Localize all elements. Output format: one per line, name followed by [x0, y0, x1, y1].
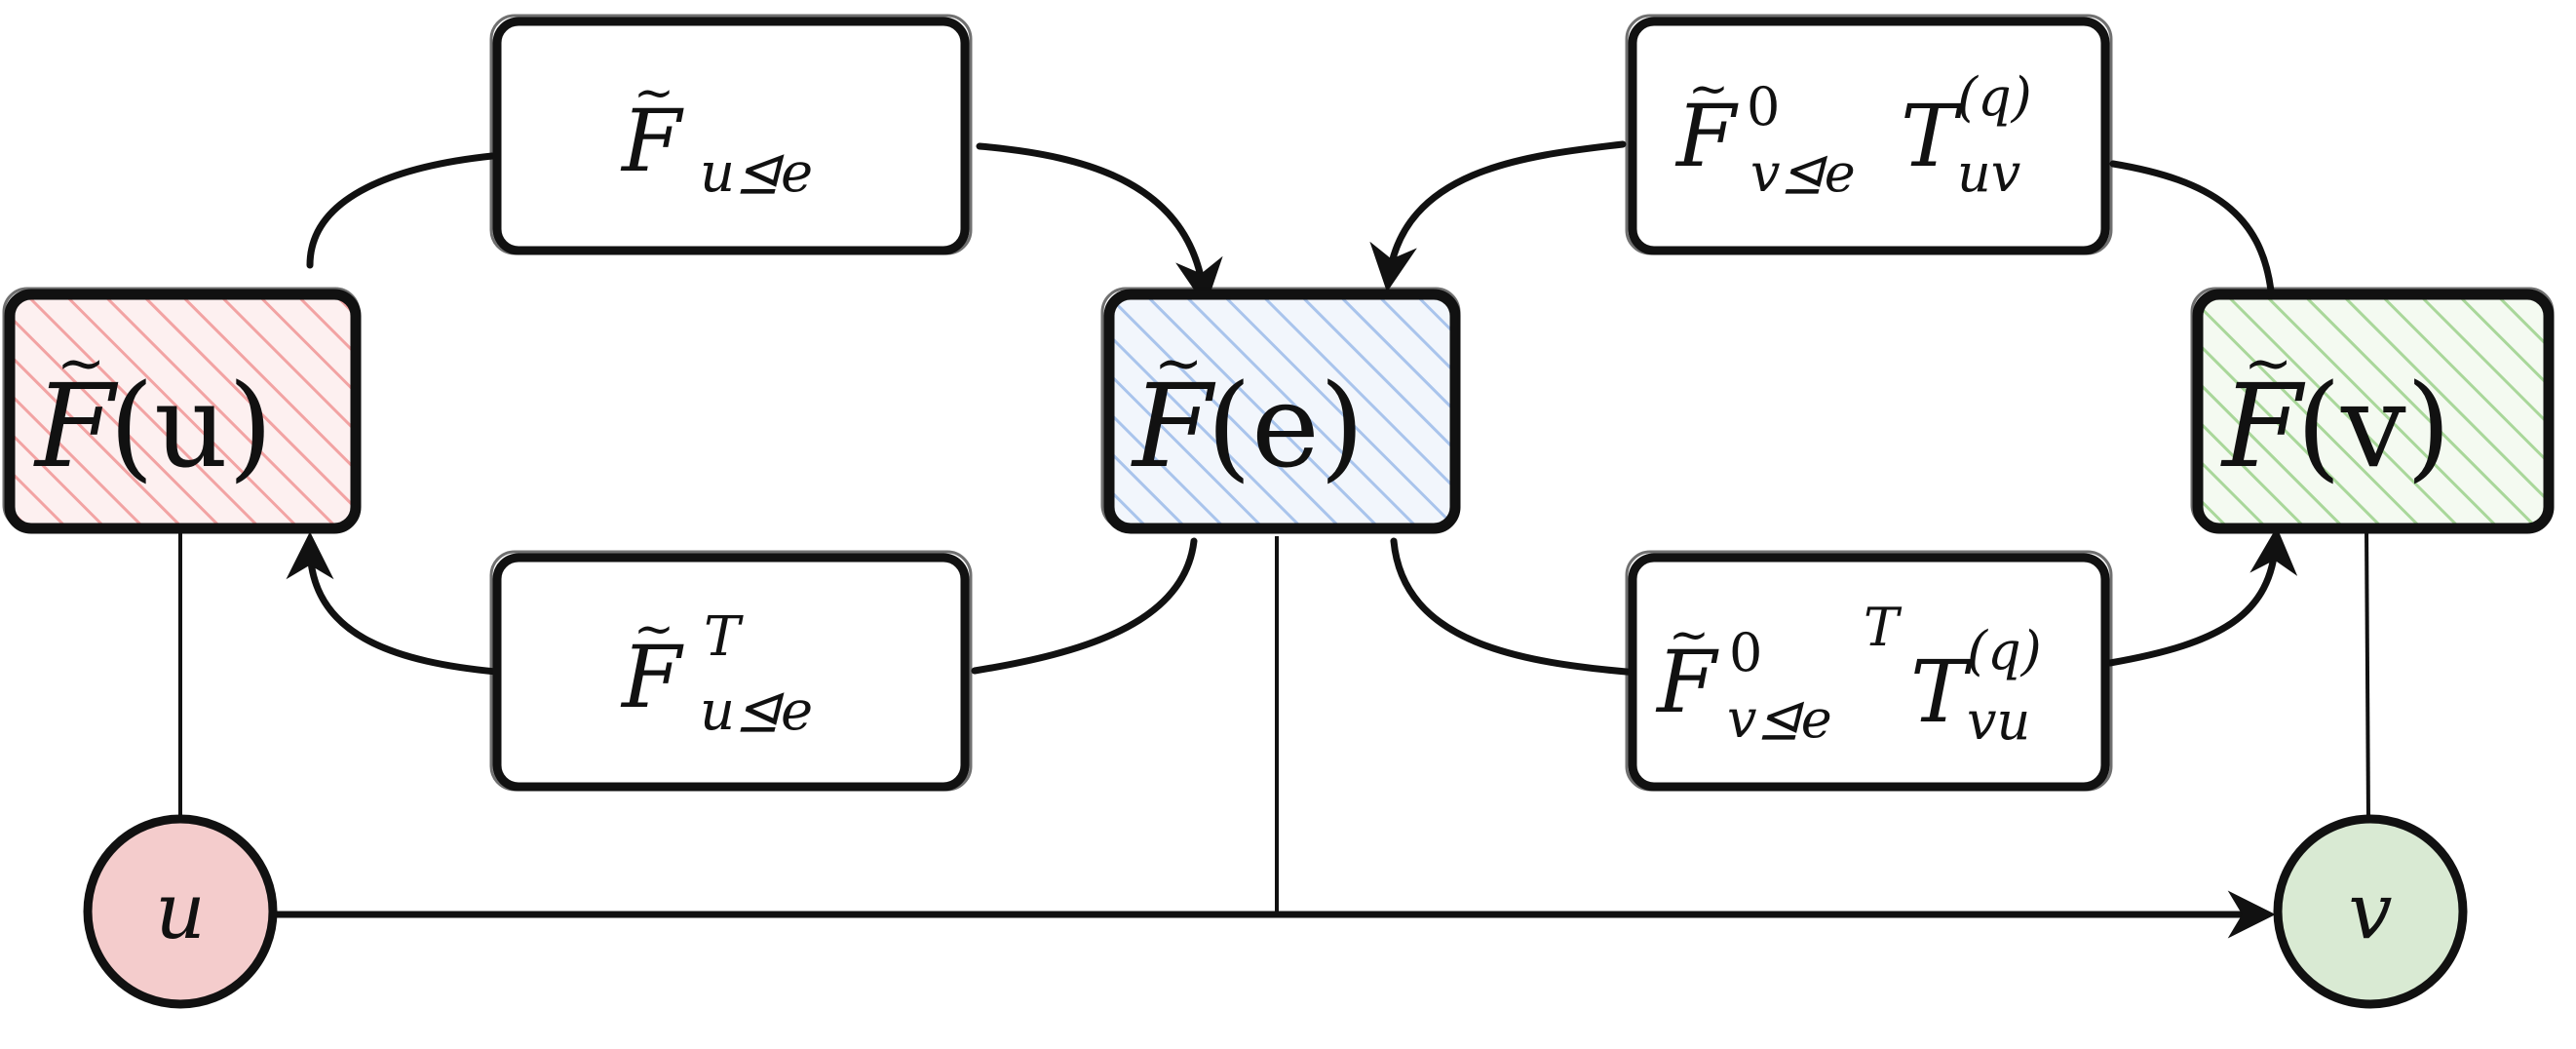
- transpose-u-script: F: [620, 627, 684, 727]
- map-box-transpose-v: F ~ 0 v⊴e T T (q) vu: [1625, 550, 2113, 792]
- tilde-mark: ~: [57, 330, 105, 398]
- transpose-u-sub: u⊴e: [700, 680, 813, 743]
- stalk-e-arg: (e): [1207, 359, 1365, 493]
- transpose-v-sub: v⊴e: [1727, 688, 1832, 750]
- vertex-v-label: v: [2348, 866, 2392, 956]
- tilde-mark: ~: [1669, 606, 1710, 663]
- curve-e-to-transpose-u: [971, 537, 1198, 675]
- transpose-v-script: F: [1655, 632, 1719, 732]
- stalk-box-v: F ~ (v): [2190, 287, 2555, 534]
- curve-transpose-v-to-v-arrow: [2106, 526, 2298, 667]
- transpose-v-transport: T: [1910, 641, 1974, 742]
- restriction-v-sup: 0: [1747, 76, 1780, 137]
- tilde-mark: ~: [634, 601, 674, 657]
- curve-u-to-restriction: [306, 152, 496, 269]
- tilde-mark: ~: [1688, 60, 1729, 117]
- stalk-v-script: F: [2220, 359, 2306, 493]
- curve-e-to-transpose-v: [1390, 537, 1641, 677]
- curve-restriction-v-to-e-arrow: [1369, 140, 1627, 292]
- stalk-box-e: F ~ (e): [1100, 287, 1461, 534]
- tilde-mark: ~: [634, 64, 674, 121]
- restriction-u-sub: u⊴e: [700, 141, 813, 205]
- transpose-v-transport-sub: vu: [1967, 690, 2030, 752]
- tilde-mark: ~: [2244, 330, 2292, 398]
- map-box-restriction-v: F ~ 0 v⊴e T (q) uv: [1625, 14, 2113, 255]
- curve-transpose-u-to-u-arrow: [286, 531, 511, 677]
- restriction-v-script: F: [1674, 86, 1739, 186]
- vertex-u: u: [83, 814, 278, 1009]
- stalk-u-arg: (u): [109, 359, 273, 493]
- transpose-v-transport-sup: (q): [1967, 620, 2042, 681]
- transpose-u-sup: T: [704, 605, 744, 669]
- stalk-u-script: F: [33, 359, 119, 493]
- restriction-u-script: F: [620, 91, 684, 191]
- restriction-v-transport: T: [1901, 86, 1964, 186]
- vertex-u-label: u: [155, 866, 206, 956]
- restriction-v-transport-sup: (q): [1957, 66, 2032, 128]
- transpose-v-extra-sup: T: [1864, 597, 1903, 658]
- vertex-v: v: [2273, 814, 2468, 1009]
- restriction-v-sub: v⊴e: [1750, 142, 1856, 204]
- stalk-e-script: F: [1131, 359, 1216, 493]
- curve-restriction-to-e-arrow: [976, 142, 1223, 307]
- stalk-v-arg: (v): [2296, 359, 2451, 493]
- stalk-box-u: F ~ (u): [2, 287, 362, 534]
- transpose-v-sup: 0: [1729, 622, 1762, 683]
- restriction-v-transport-sub: uv: [1957, 142, 2020, 204]
- map-box-transpose-u: F ~ T u⊴e: [489, 550, 973, 792]
- map-box-restriction-u: F ~ u⊴e: [489, 14, 973, 255]
- curve-v-to-restriction-v: [2109, 160, 2275, 294]
- wire-v-stalk: [2365, 525, 2370, 820]
- tilde-mark: ~: [1154, 330, 1203, 398]
